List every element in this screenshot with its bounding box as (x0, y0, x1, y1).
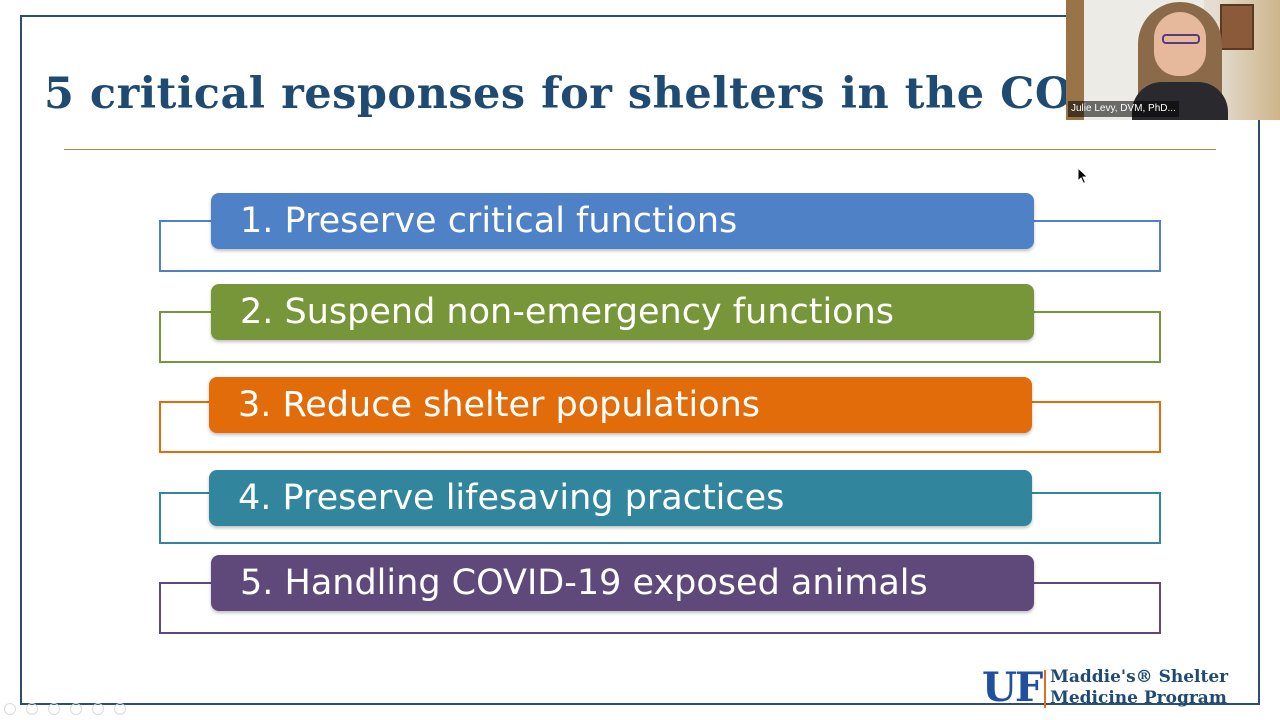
mouse-cursor-icon (1077, 167, 1089, 185)
uf-logo-mark: UF (982, 664, 1043, 711)
title-divider (64, 149, 1216, 150)
response-item-1: 1. Preserve critical functions (0, 193, 1280, 293)
uf-maddies-logo: UF Maddie's® Shelter Medicine Program (982, 664, 1229, 714)
annotation-tool-icon[interactable] (48, 703, 60, 715)
video-background-shelf (1066, 0, 1084, 120)
logo-line-2: Medicine Program (1050, 688, 1227, 708)
response-item-2: 2. Suspend non-emergency functions (0, 284, 1280, 384)
response-item-5-bar: 5. Handling COVID-19 exposed animals (211, 555, 1034, 611)
participant-face (1154, 12, 1206, 76)
response-item-4-bar: 4. Preserve lifesaving practices (209, 470, 1032, 526)
participant-name-label: Julie Levy, DVM, PhD... (1068, 101, 1179, 117)
slide-title: 5 critical responses for shelters in the… (44, 69, 1074, 119)
logo-line-1: Maddie's® Shelter (1050, 667, 1229, 687)
video-background-art (1220, 4, 1254, 50)
response-item-1-bar: 1. Preserve critical functions (211, 193, 1034, 249)
annotation-tool-icon[interactable] (70, 703, 82, 715)
response-item-2-bar: 2. Suspend non-emergency functions (211, 284, 1034, 340)
response-item-3-bar: 3. Reduce shelter populations (209, 377, 1032, 433)
response-item-4: 4. Preserve lifesaving practices (0, 470, 1280, 570)
participant-glasses (1162, 34, 1200, 44)
annotation-tool-icon[interactable] (92, 703, 104, 715)
response-item-3: 3. Reduce shelter populations (0, 377, 1280, 477)
response-item-5: 5. Handling COVID-19 exposed animals (0, 555, 1280, 655)
annotation-tool-icon[interactable] (4, 703, 16, 715)
logo-divider (1044, 670, 1046, 708)
annotation-toolbar[interactable] (4, 700, 154, 716)
logo-text: Maddie's® Shelter Medicine Program (1050, 667, 1229, 709)
annotation-tool-icon[interactable] (114, 703, 126, 715)
participant-video-tile[interactable]: Julie Levy, DVM, PhD... (1066, 0, 1280, 120)
annotation-tool-icon[interactable] (26, 703, 38, 715)
